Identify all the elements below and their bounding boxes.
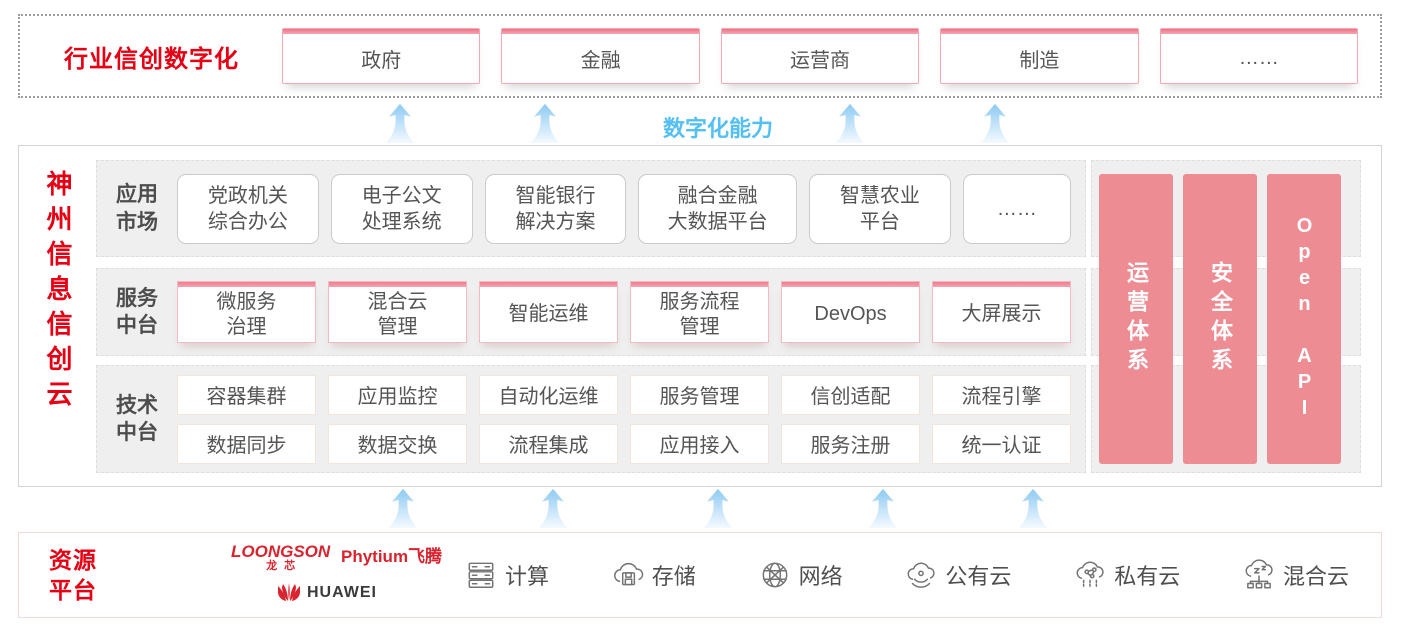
tech-box-data-sync: 数据同步 — [177, 423, 316, 464]
tech-box-xinchuang-adaptation: 信创适配 — [781, 374, 920, 415]
server-icon — [464, 558, 498, 592]
service-platform-items: 微服务 治理 混合云 管理 智能运维 服务流程 管理 DevOps 大屏展示 — [177, 281, 1071, 343]
app-market-items: 党政机关 综合办公 电子公文 处理系统 智能银行 解决方案 融合金融 大数据平台… — [177, 173, 1072, 244]
huawei-flower-icon — [277, 583, 301, 603]
resource-public-cloud: 公有云 — [904, 558, 1011, 592]
tech-box-data-exchange: 数据交换 — [328, 423, 467, 464]
huawei-text: HUAWEI — [307, 584, 377, 601]
up-arrow-icon — [1018, 488, 1048, 528]
svc-box-hybrid-cloud-mgmt: 混合云 管理 — [328, 281, 467, 343]
up-arrow-icon — [530, 103, 560, 143]
svc-box-big-screen: 大屏展示 — [932, 281, 1071, 343]
svc-box-devops: DevOps — [781, 281, 920, 343]
svc-box-intelligent-ops: 智能运维 — [479, 281, 618, 343]
loongson-cn-label: 龙芯 — [266, 560, 303, 572]
digital-capability-label: 数字化能力 — [662, 116, 773, 141]
industry-box-more: …… — [1159, 28, 1359, 84]
resource-items: 计算 存储 网络 公有云 私有云 — [464, 533, 1349, 617]
resource-label: 网络 — [798, 564, 843, 589]
vendor-logos: LOONGSON 龙芯 Phytium飞腾 HUAWEI — [219, 539, 449, 611]
row-app-market: 应用 市场 党政机关 综合办公 电子公文 处理系统 智能银行 解决方案 融合金融… — [96, 160, 1086, 257]
side-bar-operation-system: 运营体系 — [1099, 174, 1173, 464]
phytium-logo: Phytium飞腾 — [341, 547, 443, 566]
resource-hybrid-cloud: 混合云 — [1242, 558, 1349, 592]
huawei-logo: HUAWEI — [277, 583, 377, 603]
up-arrow-icon — [868, 488, 898, 528]
resource-label: 存储 — [651, 564, 696, 589]
svc-box-service-process-mgmt: 服务流程 管理 — [630, 281, 769, 343]
industry-box-finance: 金融 — [501, 28, 700, 84]
tech-box-app-access: 应用接入 — [630, 423, 769, 464]
tech-box-app-monitoring: 应用监控 — [328, 374, 467, 415]
side-bar-open-api: Open API — [1267, 174, 1341, 464]
industry-boxes: 政府 金融 运营商 制造 …… — [282, 28, 1359, 84]
resource-storage: 存储 — [611, 558, 696, 592]
tech-box-service-mgmt: 服务管理 — [630, 374, 769, 415]
up-arrow-icon — [538, 488, 568, 528]
resource-network: 网络 — [758, 558, 843, 592]
tech-row-2: 数据同步 数据交换 流程集成 应用接入 服务注册 统一认证 — [177, 423, 1071, 464]
row-label-app-market: 应用 市场 — [116, 183, 158, 234]
industry-box-operator: 运营商 — [720, 28, 920, 84]
industry-digitalization-band: 行业信创数字化 政府 金融 运营商 制造 …… — [18, 14, 1382, 98]
tech-box-unified-auth: 统一认证 — [932, 423, 1071, 464]
row-label-tech-platform: 技术 中台 — [116, 393, 158, 444]
up-arrow-icon — [835, 103, 865, 143]
loongson-logo: LOONGSON 龙芯 — [231, 542, 331, 572]
public-cloud-icon — [904, 558, 938, 592]
storage-cloud-icon — [611, 558, 645, 592]
private-cloud-icon — [1073, 558, 1107, 592]
app-box-party-gov-office: 党政机关 综合办公 — [177, 173, 319, 244]
resource-label: 私有云 — [1114, 564, 1181, 589]
up-arrow-icon — [980, 103, 1010, 143]
up-arrow-icon — [703, 488, 733, 528]
tech-box-process-integration: 流程集成 — [479, 423, 618, 464]
industry-box-government: 政府 — [282, 28, 481, 84]
app-box-smart-agriculture: 智慧农业 平台 — [808, 173, 951, 244]
tech-box-process-engine: 流程引擎 — [932, 374, 1071, 415]
side-bar-security-system: 安全体系 — [1183, 174, 1257, 464]
app-box-smart-banking: 智能银行 解决方案 — [484, 173, 627, 244]
app-box-more: …… — [962, 173, 1072, 244]
resource-label: 计算 — [505, 564, 550, 589]
tech-box-automated-ops: 自动化运维 — [479, 374, 618, 415]
resource-compute: 计算 — [464, 558, 549, 592]
network-globe-icon — [758, 558, 792, 592]
tech-box-service-registry: 服务注册 — [781, 423, 920, 464]
resource-label: 混合云 — [1282, 564, 1349, 589]
up-arrow-icon — [385, 103, 415, 143]
xinchuang-cloud-panel: 神州信息信创云 应用 市场 党政机关 综合办公 电子公文 处理系统 智能银行 解… — [18, 145, 1382, 487]
hybrid-cloud-icon — [1242, 558, 1276, 592]
row-label-service-platform: 服务 中台 — [116, 286, 158, 337]
resource-platform-title: 资源 平台 — [49, 547, 97, 603]
resource-label: 公有云 — [945, 564, 1012, 589]
app-box-finance-bigdata: 融合金融 大数据平台 — [638, 173, 797, 244]
resource-platform-band: 资源 平台 LOONGSON 龙芯 Phytium飞腾 HUAWEI — [18, 532, 1382, 618]
app-box-e-document: 电子公文 处理系统 — [330, 173, 473, 244]
tech-box-container-cluster: 容器集群 — [177, 374, 316, 415]
up-arrow-icon — [388, 488, 418, 528]
resource-private-cloud: 私有云 — [1073, 558, 1180, 592]
tech-row-1: 容器集群 应用监控 自动化运维 服务管理 信创适配 流程引擎 — [177, 374, 1071, 415]
tech-platform-items: 容器集群 应用监控 自动化运维 服务管理 信创适配 流程引擎 数据同步 数据交换… — [177, 374, 1071, 464]
cloud-vertical-title: 神州信息信创云 — [43, 170, 73, 415]
industry-band-title: 行业信创数字化 — [64, 45, 239, 73]
svc-box-microservice-governance: 微服务 治理 — [177, 281, 316, 343]
row-service-platform: 服务 中台 微服务 治理 混合云 管理 智能运维 服务流程 管理 DevOps … — [96, 268, 1086, 356]
row-tech-platform: 技术 中台 容器集群 应用监控 自动化运维 服务管理 信创适配 流程引擎 数据同… — [96, 365, 1086, 473]
industry-box-manufacturing: 制造 — [940, 28, 1139, 84]
